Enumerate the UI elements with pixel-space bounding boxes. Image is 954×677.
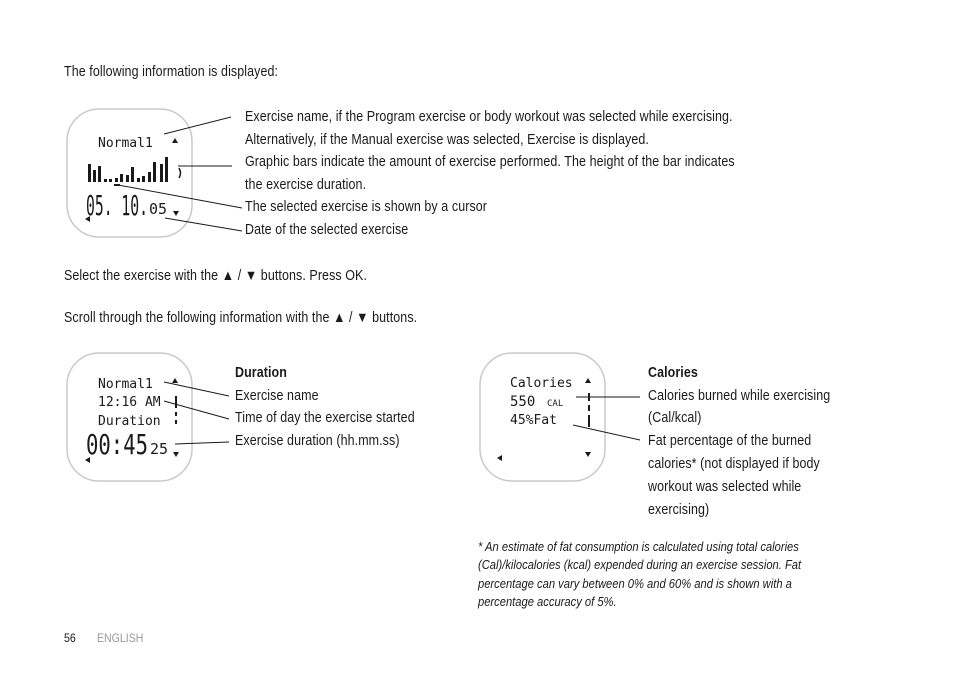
calories-heading: Calories: [648, 365, 698, 381]
screen-duration-value: 00:45: [86, 428, 148, 461]
screen-start-time: 12:16 AM: [98, 395, 161, 410]
down-arrow-icon: [173, 452, 179, 457]
back-arrow-icon: [85, 457, 90, 463]
watch-display-2: Normal1 12:16 AM Duration 00:45 25: [66, 352, 193, 482]
screen-date: 05. 10.: [86, 189, 148, 222]
callout-fat-percentage: Fat percentage of the burned: [648, 433, 812, 449]
callout-lines-3: [572, 396, 641, 441]
up-arrow-icon: [172, 378, 178, 383]
intro-text: The following information is displayed:: [64, 64, 279, 80]
footnote-line: percentage accuracy of 5%.: [478, 594, 617, 610]
callout-calories-unit: (Cal/kcal): [648, 410, 702, 426]
callout-lines-1: [117, 116, 243, 232]
screen-fat-percentage: 45%Fat: [510, 413, 557, 428]
screen-calories-label: Calories: [510, 376, 573, 391]
screen-calories-value: 550: [510, 394, 535, 410]
callout-fat-percentage-cont3: exercising): [648, 502, 710, 518]
screen-duration-seconds: 25: [150, 440, 168, 458]
callout-graphic-bars: Graphic bars indicate the amount of exer…: [245, 154, 735, 170]
footnote: * An estimate of fat consumption is calc…: [478, 538, 856, 612]
selection-cursor: [114, 184, 120, 186]
callout-lines-2: [163, 381, 230, 445]
watch-display-3: Calories 550 CAL 45%Fat: [479, 352, 606, 482]
up-arrow-icon: [585, 378, 591, 383]
callout-graphic-bars-cont: the exercise duration.: [245, 177, 367, 193]
language-label: ENGLISH: [97, 631, 144, 645]
callout-cursor: The selected exercise is shown by a curs…: [245, 199, 488, 215]
footnote-line: * An estimate of fat consumption is calc…: [478, 539, 799, 554]
callout-date: Date of the selected exercise: [245, 222, 409, 238]
callout-fat-percentage-cont1: calories* (not displayed if body: [648, 456, 820, 472]
callout-exercise-name: Exercise name, if the Program exercise o…: [245, 109, 733, 125]
footnote-line: (Cal)/kilocalories (kcal) expended durin…: [478, 557, 802, 573]
screen-calories-unit: CAL: [547, 399, 563, 409]
back-arrow-icon: [497, 455, 502, 461]
screen-date-year: 05: [149, 200, 167, 218]
footnote-line: percentage can vary between 0% and 60% a…: [478, 575, 792, 591]
back-arrow-icon: [85, 216, 90, 222]
callout-exercise-name-alt: Alternatively, if the Manual exercise wa…: [245, 132, 649, 148]
watch-display-1: Normal1 05. 10. 05: [66, 108, 193, 238]
callout-calories-burned: Calories burned while exercising: [648, 388, 831, 404]
scroll-indicator-icon: [178, 167, 182, 179]
screen-duration-label: Duration: [98, 414, 161, 429]
screen-exercise-name-2: Normal1: [98, 377, 153, 392]
exercise-bars: [88, 157, 168, 186]
down-arrow-icon: [173, 211, 179, 216]
screen-exercise-name: Normal1: [98, 136, 153, 151]
up-arrow-icon: [172, 138, 178, 143]
down-arrow-icon: [585, 452, 591, 457]
page-number: 56: [64, 631, 76, 645]
callout-exercise-duration: Exercise duration (hh.mm.ss): [235, 433, 400, 449]
callout-fat-percentage-cont2: workout was selected while: [648, 479, 802, 495]
instruction-scroll: Scroll through the following information…: [64, 310, 418, 326]
instruction-select: Select the exercise with the ▲ / ▼ butto…: [64, 268, 368, 284]
callout-duration-exercise-name: Exercise name: [235, 388, 319, 404]
callout-start-time: Time of day the exercise started: [235, 410, 415, 426]
duration-heading: Duration: [235, 365, 287, 381]
